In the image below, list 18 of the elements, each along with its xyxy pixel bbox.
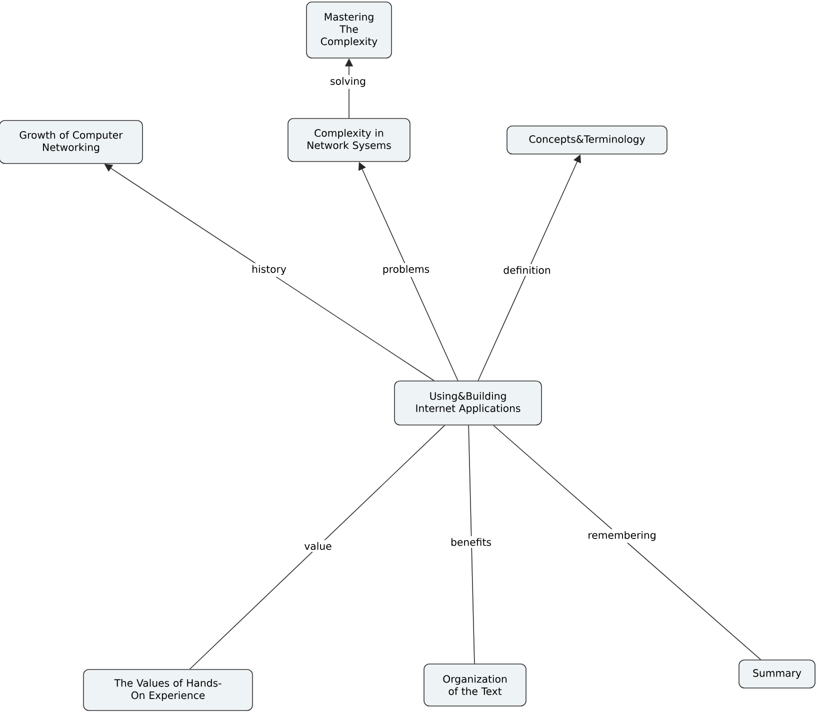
concept-box: Organization of the Text	[424, 664, 526, 706]
concept-box: Concepts&Terminology	[506, 126, 668, 154]
concept-box: Growth of Computer Networking	[0, 120, 143, 164]
connector	[468, 425, 475, 664]
edge-label: remembering	[586, 529, 658, 543]
edge-label: history	[250, 263, 288, 277]
connector	[493, 425, 762, 660]
edge-label: value	[302, 540, 334, 552]
edge-label: problems	[380, 263, 432, 277]
edge-label: benefits	[448, 536, 494, 548]
concept-box: The Values of Hands-On Experience	[83, 669, 253, 711]
concept-box: Using&Building Internet Applications	[394, 380, 542, 426]
concept-box: Summary	[738, 660, 816, 688]
edge-label: solving	[328, 75, 368, 89]
concept-box: Complexity in Network Sysems	[288, 118, 410, 162]
edge-label: definition	[501, 264, 553, 276]
concept-box: Mastering The Complexity	[306, 2, 392, 58]
connector	[189, 425, 446, 670]
